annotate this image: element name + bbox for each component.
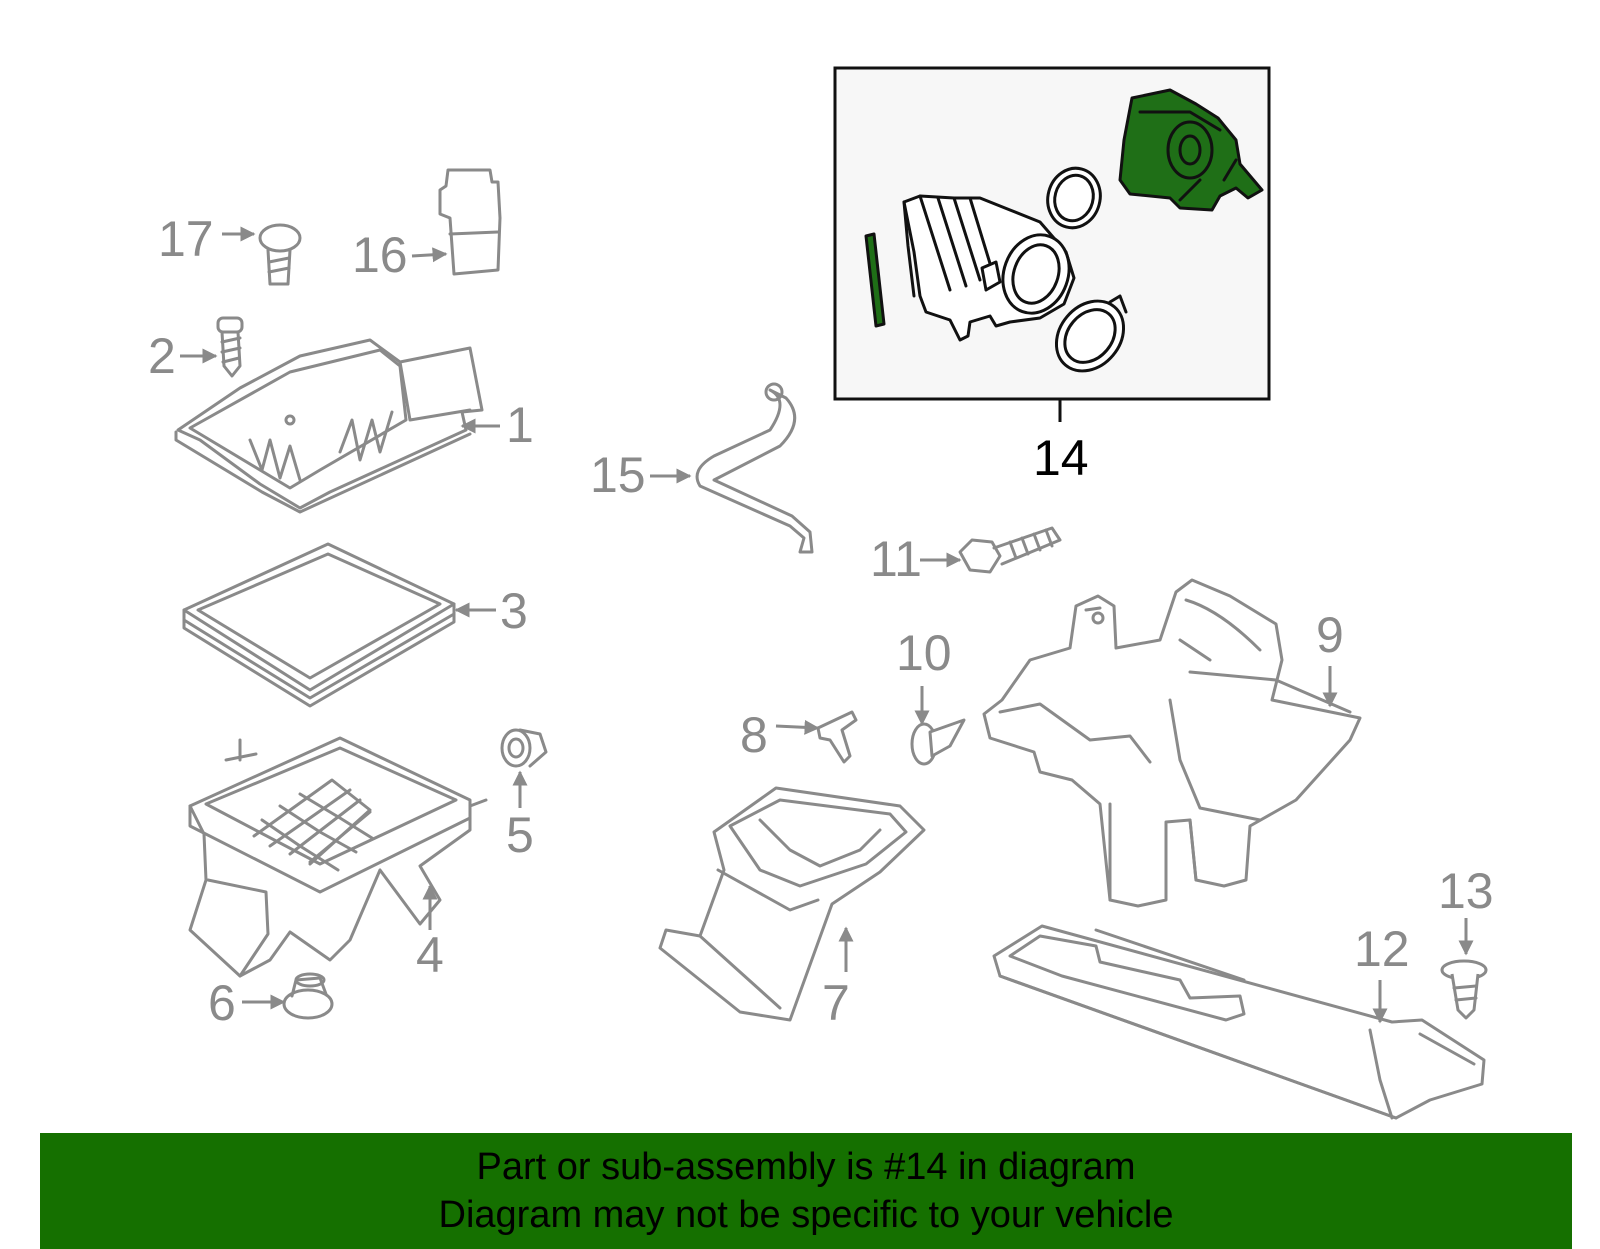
callout-15: 15 <box>590 447 692 503</box>
svg-text:8: 8 <box>740 707 768 763</box>
callout-7: 7 <box>822 926 854 1031</box>
part-14-throttle-body <box>1118 88 1264 212</box>
svg-text:15: 15 <box>590 447 646 503</box>
part-4-housing[interactable] <box>188 736 488 978</box>
callout-17: 17 <box>158 211 256 267</box>
part-14-gasket-strip <box>864 232 886 328</box>
part-15-hose[interactable] <box>695 382 814 554</box>
part-9-resonator[interactable] <box>982 578 1362 908</box>
callout-5: 5 <box>506 770 534 863</box>
callout-11: 11 <box>870 531 962 587</box>
svg-text:17: 17 <box>158 211 214 267</box>
part-14-assembly-box[interactable] <box>833 66 1271 422</box>
callout-10: 10 <box>896 625 952 726</box>
part-16-sensor[interactable] <box>438 168 502 276</box>
footer-line-2: Diagram may not be specific to your vehi… <box>438 1194 1174 1236</box>
svg-text:4: 4 <box>416 927 444 983</box>
callout-8: 8 <box>740 707 820 763</box>
svg-text:6: 6 <box>208 975 236 1031</box>
part-10-pin[interactable] <box>910 718 966 766</box>
callout-12: 12 <box>1354 921 1410 1024</box>
svg-text:10: 10 <box>896 625 952 681</box>
svg-text:7: 7 <box>822 975 850 1031</box>
svg-text:12: 12 <box>1354 921 1410 977</box>
callout-2: 2 <box>148 328 218 384</box>
svg-text:2: 2 <box>148 328 176 384</box>
part-11-bolt[interactable] <box>958 526 1062 574</box>
part-5-grommet[interactable] <box>500 728 548 768</box>
callout-13: 13 <box>1438 863 1494 956</box>
part-8-pin[interactable] <box>816 710 858 764</box>
svg-text:1: 1 <box>506 397 534 453</box>
svg-text:9: 9 <box>1316 607 1344 663</box>
callout-16: 16 <box>352 227 448 283</box>
callout-14: 14 <box>1033 430 1089 486</box>
svg-text:3: 3 <box>500 583 528 639</box>
part-12-deflector[interactable] <box>992 924 1486 1120</box>
callout-1: 1 <box>460 397 534 453</box>
footer-line-1: Part or sub-assembly is #14 in diagram <box>476 1146 1136 1188</box>
callout-3: 3 <box>454 583 528 639</box>
svg-text:16: 16 <box>352 227 408 283</box>
part-1-cover[interactable] <box>174 338 484 514</box>
callout-9: 9 <box>1316 607 1344 708</box>
part-3-filter[interactable] <box>182 542 456 708</box>
svg-text:11: 11 <box>870 531 922 587</box>
part-6-plug[interactable] <box>282 972 334 1020</box>
part-17-bolt[interactable] <box>258 223 302 286</box>
svg-text:5: 5 <box>506 807 534 863</box>
part-14-elbow <box>902 194 1076 342</box>
svg-text:14: 14 <box>1033 430 1089 486</box>
part-7-duct[interactable] <box>658 786 926 1022</box>
callout-6: 6 <box>208 975 286 1031</box>
svg-text:13: 13 <box>1438 863 1494 919</box>
footer-banner: Part or sub-assembly is #14 in diagram D… <box>40 1133 1572 1249</box>
callout-4: 4 <box>416 884 444 983</box>
part-2-screw[interactable] <box>216 316 244 378</box>
part-13-clip[interactable] <box>1440 959 1488 1020</box>
